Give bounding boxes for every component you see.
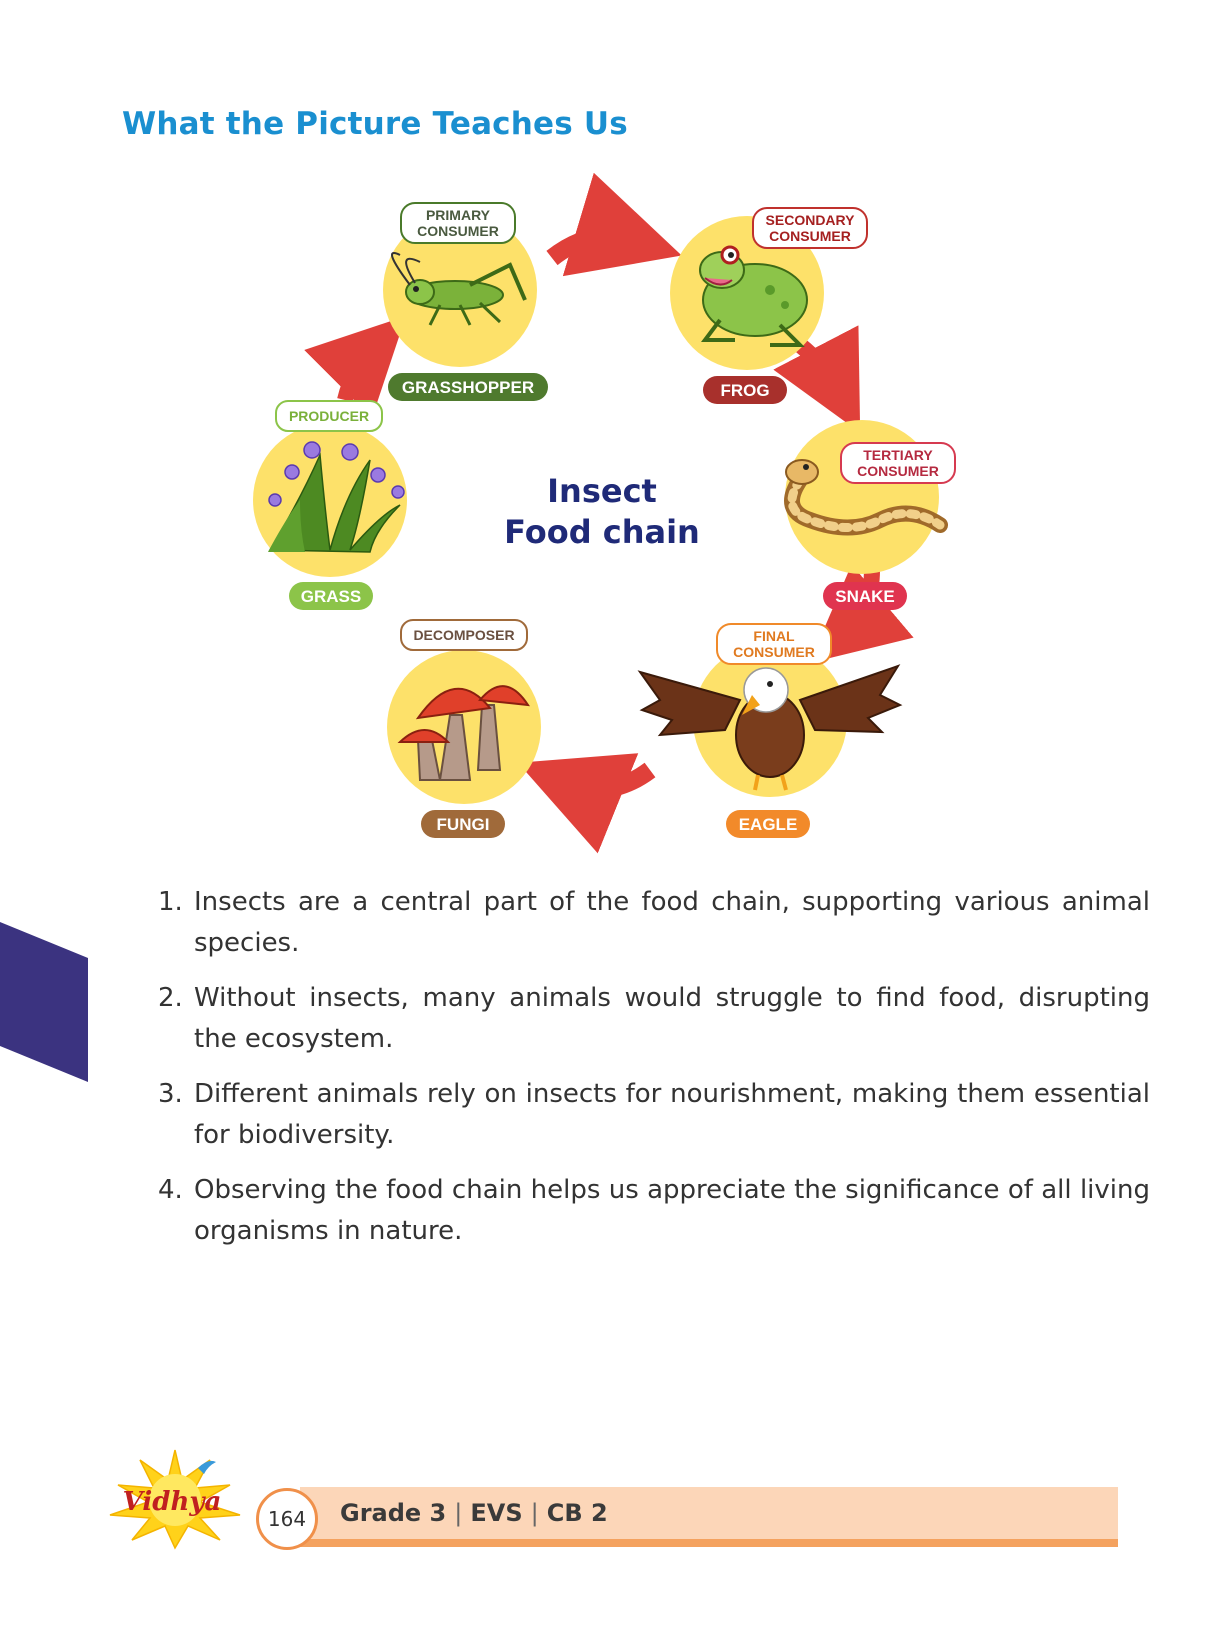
role-tag-line2: CONSUMER [417, 223, 499, 239]
role-tag-box [752, 207, 868, 249]
vidhya-logo: Vidhya [109, 1449, 241, 1550]
role-tag-box [840, 442, 956, 484]
list-item-text: Observing the food chain helps us apprec… [194, 1175, 1150, 1246]
logo-text: Vidhya [123, 1487, 222, 1517]
diagram-title-line1: Insect [547, 472, 657, 510]
list-item: 1. Insects are a central part of the food… [150, 882, 1150, 964]
page-number: 164 [256, 1488, 318, 1550]
role-tag-line2: CONSUMER [857, 463, 939, 479]
role-tag-line1: DECOMPOSER [413, 627, 514, 643]
footer-book-info: Grade 3|EVS|CB 2 [340, 1496, 608, 1530]
role-tag-box [275, 400, 383, 432]
arrow-grasshopper-to-frog [546, 172, 682, 277]
diagram-title-line2: Food chain [504, 513, 700, 551]
footer-grade: Grade 3 [340, 1499, 447, 1527]
name-pill-label: EAGLE [739, 815, 798, 834]
node-grasshopper: PRIMARY CONSUMER GRASSHOPPER [383, 202, 548, 401]
name-pill [703, 376, 787, 404]
grass-icon [268, 441, 405, 553]
role-tag-line1: TERTIARY [863, 447, 933, 463]
footer-accent-line [300, 1539, 1118, 1547]
role-tag-line1: PRODUCER [289, 408, 369, 424]
node-frog: SECONDARY CONSUMER FROG [670, 207, 868, 404]
list-item-number: 3. [158, 1079, 183, 1109]
list-item-number: 2. [158, 983, 183, 1013]
node-grass: PRODUCER GRASS [253, 400, 407, 610]
footer-separator: | [530, 1499, 539, 1527]
role-tag-line1: SECONDARY [766, 212, 856, 228]
grasshopper-icon [391, 252, 527, 326]
role-tag-line1: PRIMARY [426, 207, 491, 223]
mushroom-icon [397, 685, 530, 781]
name-pill-label: FROG [720, 381, 769, 400]
node-snake: TERTIARY CONSUMER SNAKE [784, 420, 956, 610]
arrow-frog-to-snake [773, 325, 861, 433]
role-tag-line1: FINAL [753, 628, 795, 644]
footer-bar [300, 1487, 1118, 1539]
footer-subject: EVS [470, 1499, 523, 1527]
name-pill [726, 810, 810, 838]
role-tag-box [400, 202, 516, 244]
snake-icon [784, 459, 948, 536]
list-item: 4. Observing the food chain helps us appr… [150, 1170, 1150, 1252]
arrow-grass-to-grasshopper [304, 316, 406, 418]
name-pill-label: GRASS [301, 587, 361, 606]
page-heading: What the Picture Teaches Us [122, 106, 628, 142]
name-pill-label: GRASSHOPPER [402, 378, 534, 397]
list-item-text: Without insects, many animals would stru… [194, 983, 1150, 1054]
food-chain-diagram: Insect Food chain PRIMARY CONSUMER GRASS… [253, 172, 956, 854]
list-item-text: Insects are a central part of the food c… [194, 887, 1150, 958]
arrow-eagle-to-fungi [517, 753, 656, 854]
role-tag-line2: CONSUMER [733, 644, 815, 660]
name-pill-label: FUNGI [437, 815, 490, 834]
list-item: 3. Different animals rely on insects for … [150, 1074, 1150, 1156]
node-eagle: FINAL CONSUMER EAGLE [637, 623, 903, 838]
role-tag-line2: CONSUMER [769, 228, 851, 244]
list-item-text: Different animals rely on insects for no… [194, 1079, 1150, 1150]
page-footer: Vidhya 164 Grade 3|EVS|CB 2 [0, 1440, 1223, 1560]
side-tab-marker [0, 922, 88, 1082]
name-pill-label: SNAKE [835, 587, 895, 606]
list-item: 2. Without insects, many animals would st… [150, 978, 1150, 1060]
name-pill [289, 582, 373, 610]
name-pill [823, 582, 907, 610]
key-points-list: 1. Insects are a central part of the food… [150, 882, 1150, 1266]
role-tag-box [716, 623, 832, 665]
footer-separator: | [454, 1499, 463, 1527]
frog-icon [699, 245, 808, 347]
list-item-number: 4. [158, 1175, 183, 1205]
name-pill [388, 373, 548, 401]
footer-book: CB 2 [546, 1499, 608, 1527]
list-item-number: 1. [158, 887, 183, 917]
name-pill [421, 810, 505, 838]
node-fungi: DECOMPOSER FUNGI [387, 619, 541, 838]
eagle-icon [637, 664, 903, 791]
role-tag-box [400, 619, 528, 651]
